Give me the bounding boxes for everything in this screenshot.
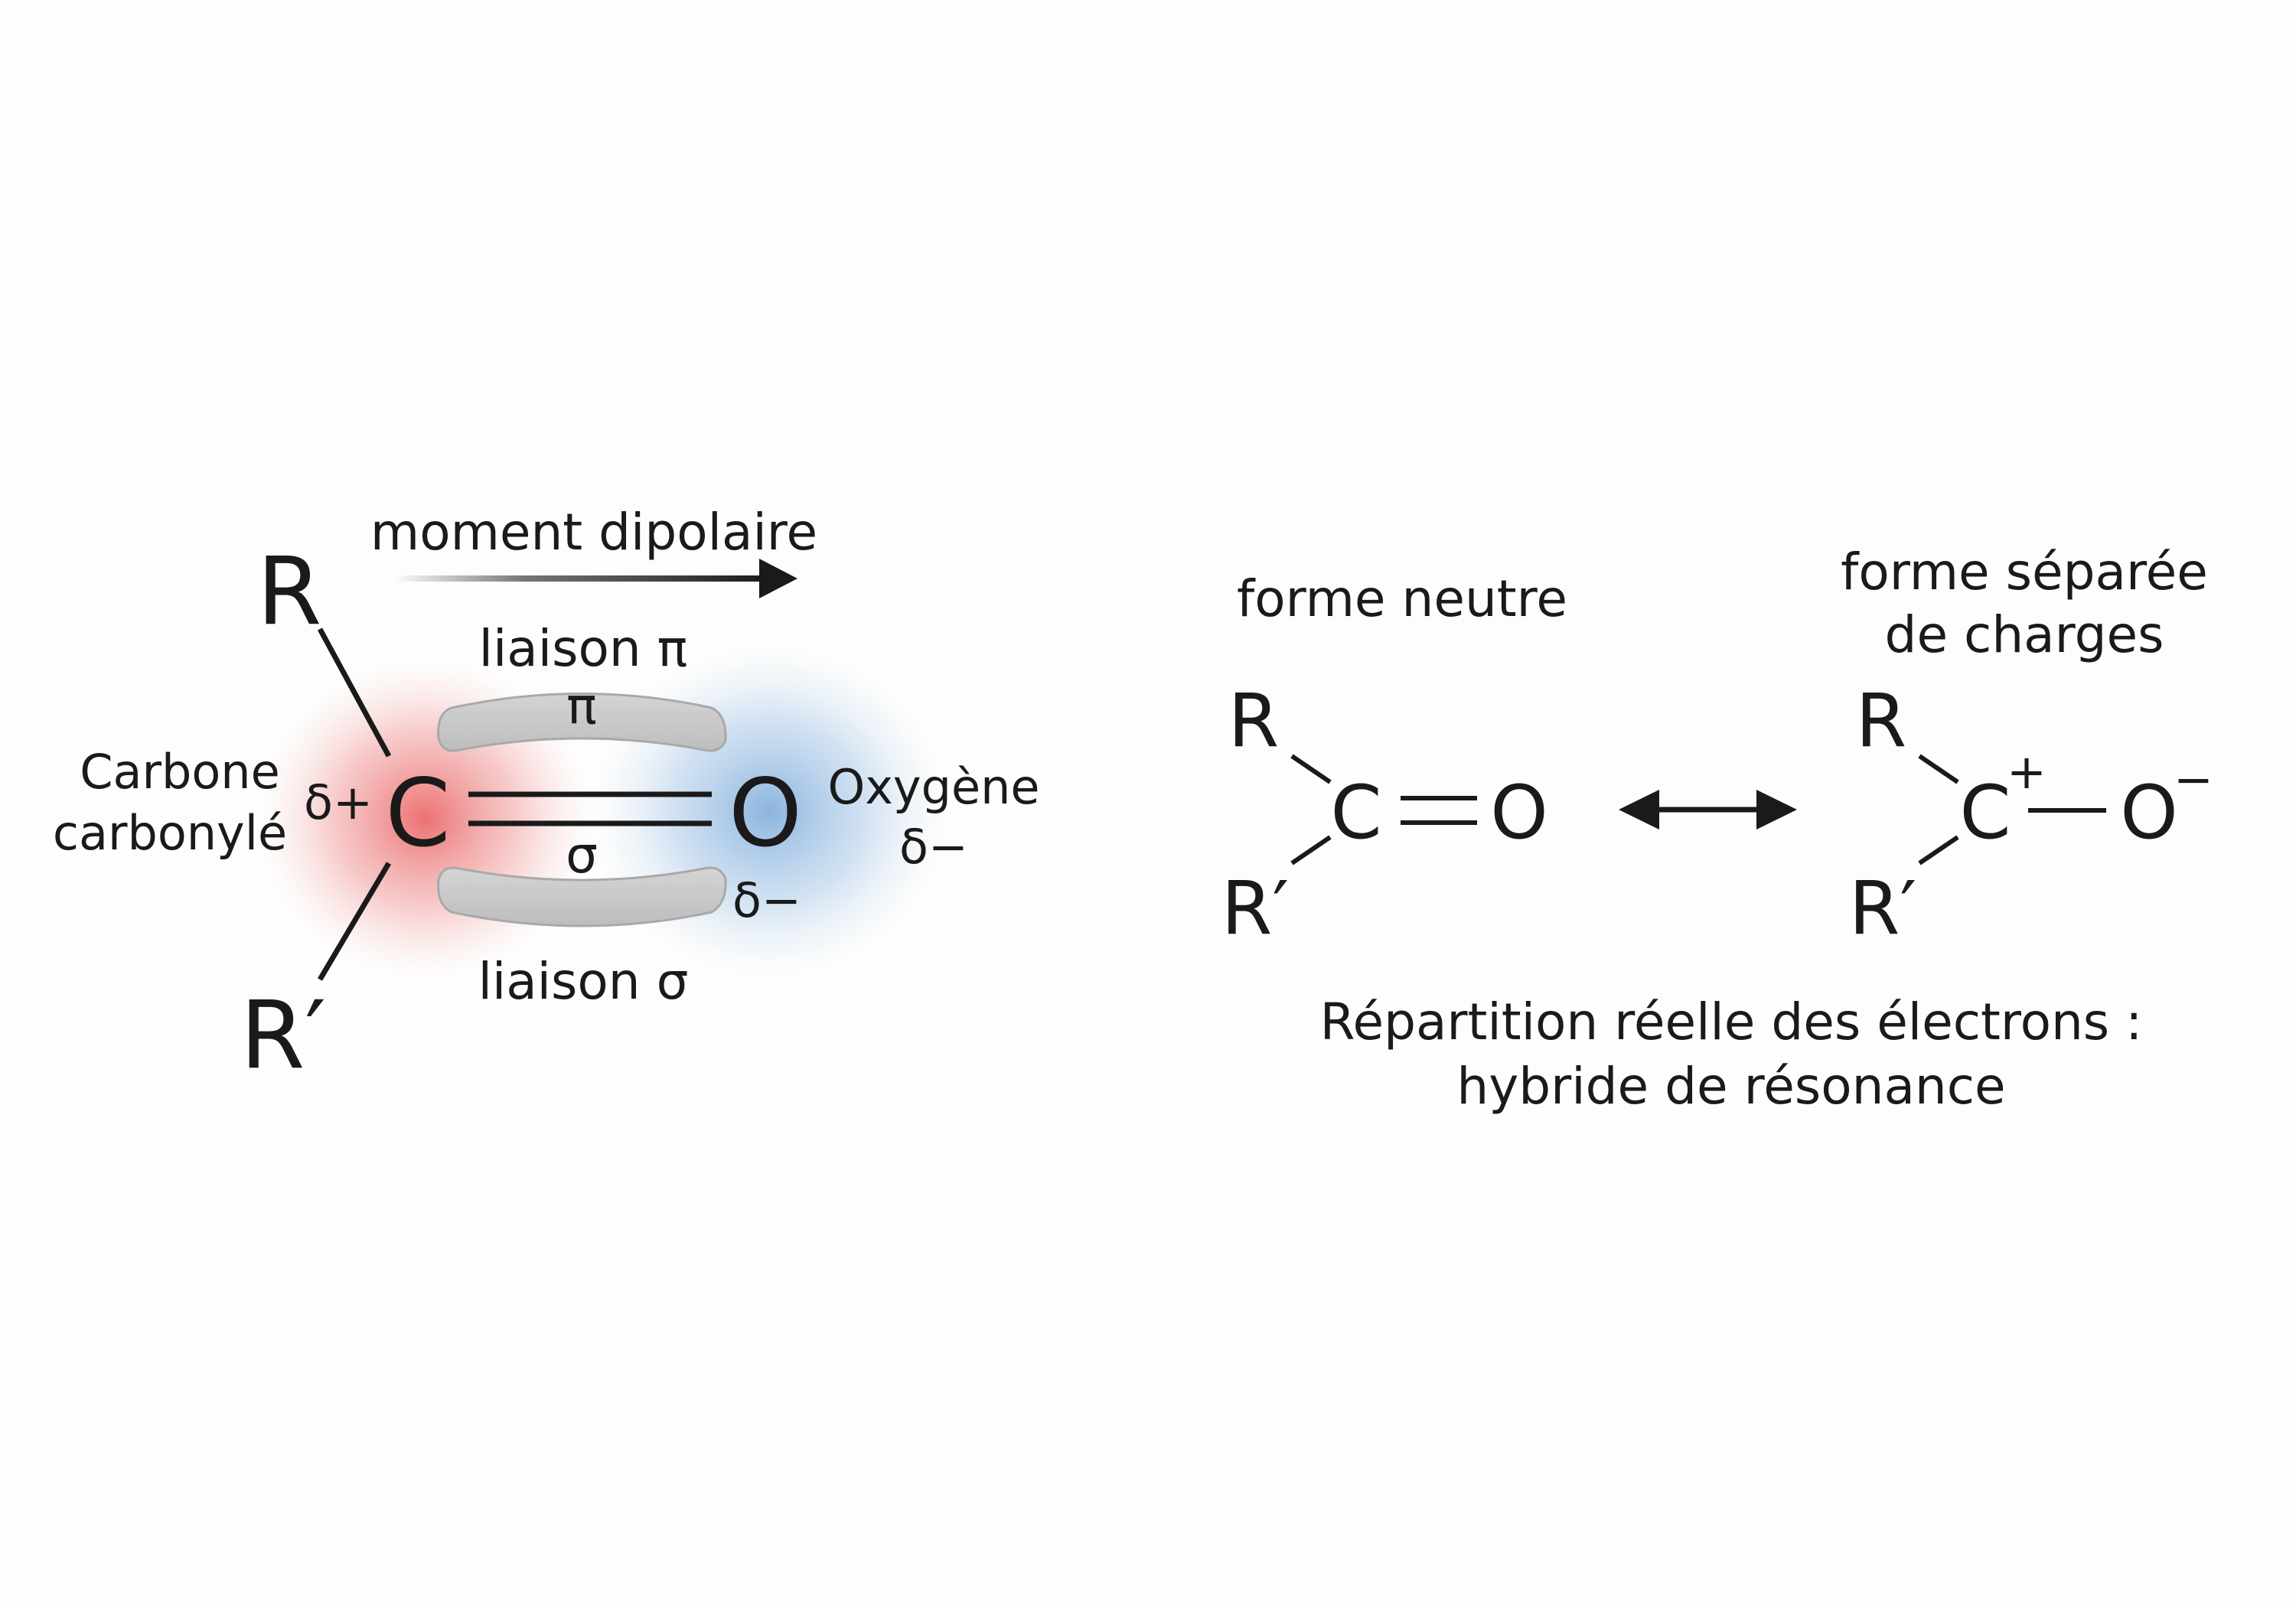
resonance-panel: forme neutre R R′ C O forme séparée de c… [1221,543,2213,1116]
atom-oxygen: O [729,759,802,868]
atom-r: R [257,537,322,646]
oxygen-label-line2: δ− [899,819,968,875]
c-r-prime-bond [317,862,392,981]
neutral-atom-r-prime: R′ [1221,865,1290,951]
carbon-label-line1: Carbone [80,744,280,800]
c-r-bond [317,627,392,758]
separated-atom-oxygen: O [2120,770,2178,856]
oxygen-label-line1: Oxygène [827,759,1039,815]
separated-form-label-line2: de charges [1885,605,2164,664]
pi-bond-label: liaison π [479,619,688,678]
separated-c-r-prime-bond [1918,835,1959,865]
neutral-c-r-prime-bond [1290,835,1332,865]
separated-carbon-plus-charge: + [2007,744,2047,800]
separated-form-structure: R R′ C + O − [1849,678,2213,951]
neutral-c-r-bond [1290,754,1332,784]
carbonyl-bond-panel: moment dipolaire liaison π π σ liaison σ… [53,503,1040,1090]
atom-r-prime: R′ [240,981,326,1090]
separated-form-label-line1: forme séparée [1841,543,2208,601]
atom-carbon: C [385,759,450,868]
sigma-bond-label: liaison σ [478,952,689,1011]
resonance-caption-line1: Répartition réelle des électrons : [1320,993,2143,1051]
separated-c-r-bond [1918,754,1959,784]
neutral-atom-oxygen: O [1490,770,1548,856]
neutral-form-label: forme neutre [1237,569,1567,628]
dipole-moment-label: moment dipolaire [370,503,817,562]
separated-oxygen-minus-charge: − [2174,751,2213,807]
sigma-symbol: σ [566,826,598,885]
resonance-arrow [1619,790,1797,830]
sigma-orbital-lobe [437,866,727,927]
dipole-moment-arrow [394,559,797,598]
pi-symbol: π [566,676,597,735]
separated-atom-r-prime: R′ [1849,865,1917,951]
pi-orbital-lobe [437,693,727,752]
carbon-label-line2: carbonylé [53,805,287,861]
carbon-delta-plus: δ+ [304,774,373,830]
neutral-atom-carbon: C [1330,770,1381,856]
neutral-form-structure: R R′ C O [1221,678,1548,951]
neutral-atom-r: R [1228,678,1280,764]
separated-atom-carbon: C [1959,770,2011,856]
separated-atom-r: R [1856,678,1907,764]
resonance-caption-line2: hybride de résonance [1456,1057,2005,1116]
oxygen-delta-minus: δ− [732,872,801,928]
